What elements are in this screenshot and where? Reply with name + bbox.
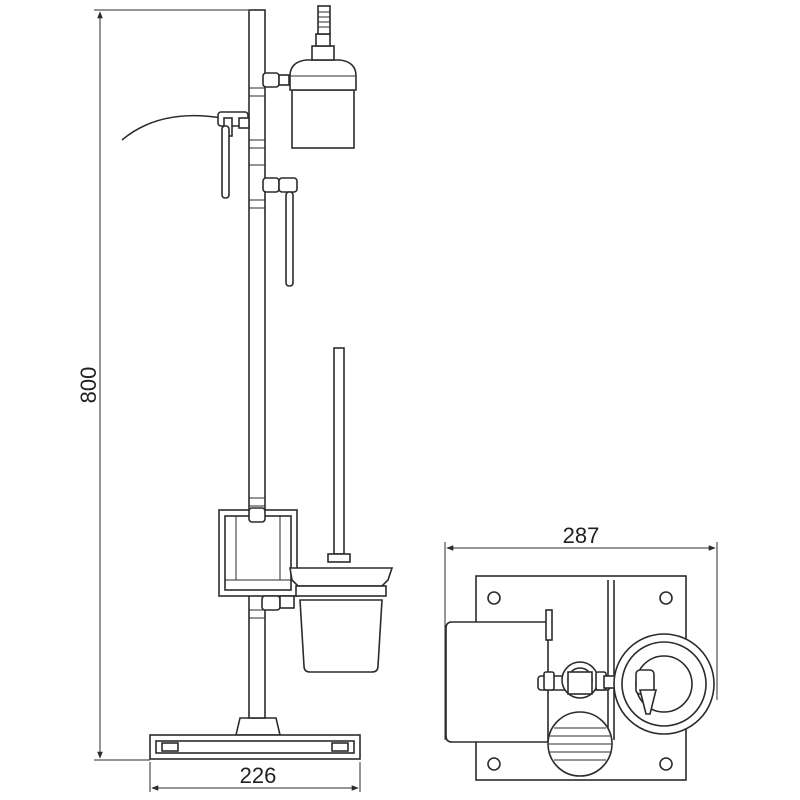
towel-hook [262, 177, 298, 287]
top-pole-arms [537, 580, 619, 740]
top-view: 287 [444, 523, 718, 781]
paper-holder-arm [121, 111, 250, 199]
top-dispenser [613, 633, 715, 735]
top-width-label: 287 [563, 523, 600, 548]
base-plate [149, 717, 361, 760]
main-pole [248, 9, 266, 719]
height-label: 800 [76, 367, 101, 404]
base-width-dimension: 226 [149, 762, 361, 792]
soap-dispenser [262, 5, 357, 149]
top-width-dimension: 287 [444, 523, 718, 740]
height-dimension: 800 [76, 9, 248, 761]
base-width-label: 226 [240, 763, 277, 788]
toilet-brush [261, 347, 394, 673]
top-paper-holder [445, 609, 553, 743]
front-view: 800 226 [76, 5, 394, 792]
top-basket [547, 711, 613, 777]
spare-basket [218, 507, 298, 597]
